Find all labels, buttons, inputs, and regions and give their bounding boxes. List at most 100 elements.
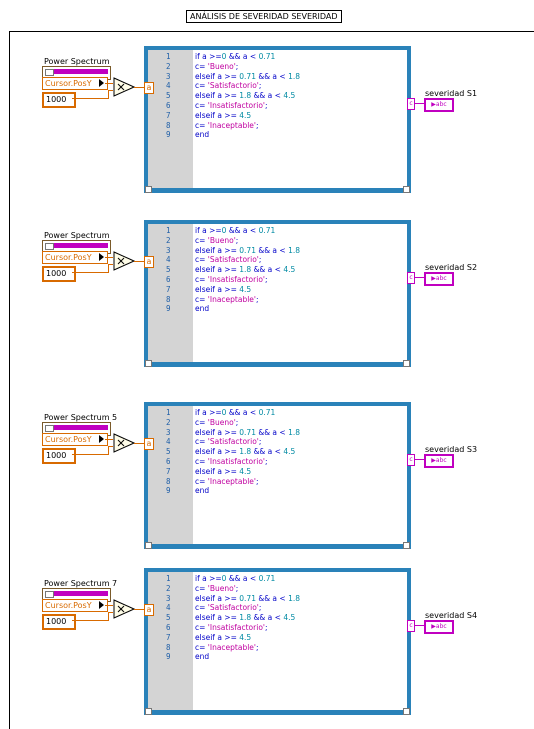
power-spectrum-terminal[interactable] xyxy=(42,66,111,80)
resize-handle-icon[interactable] xyxy=(145,186,152,193)
code-token: 4.5 xyxy=(239,632,252,642)
node-input-a[interactable]: a xyxy=(144,82,154,94)
line-number: 2 xyxy=(166,61,171,71)
node-input-a[interactable]: a xyxy=(144,604,154,616)
severidad-indicator[interactable]: ▶abc xyxy=(424,620,454,634)
code-line: elseif a >= 0.71 && a < 1.8 xyxy=(195,246,300,256)
node-input-a[interactable]: a xyxy=(144,256,154,268)
resize-handle-icon[interactable] xyxy=(403,708,410,715)
code-line: c= 'Bueno'; xyxy=(195,584,300,594)
wire-const-h xyxy=(72,454,108,455)
code-token: 'Inaceptable' xyxy=(207,476,256,486)
code-token: if a >= xyxy=(195,408,222,417)
constant-1000[interactable]: 1000 xyxy=(42,448,76,464)
severidad-label: severidad S2 xyxy=(425,263,478,272)
severidad-indicator[interactable]: ▶abc xyxy=(424,454,454,468)
wire-const-v xyxy=(108,446,109,455)
line-number: 4 xyxy=(166,603,171,613)
wire-output xyxy=(415,103,424,104)
resize-handle-icon[interactable] xyxy=(145,542,152,549)
code-line: if a >=0 && a < 0.71 xyxy=(195,408,300,418)
resize-handle-icon[interactable] xyxy=(403,542,410,549)
property-arrow-icon xyxy=(99,253,104,261)
code-token: 4.5 xyxy=(283,613,296,623)
code-token: elseif a >= xyxy=(195,284,240,294)
code-token: c= xyxy=(195,583,208,593)
line-number: 5 xyxy=(166,265,171,275)
node-output-c[interactable]: c xyxy=(407,98,415,110)
code-token: 0.71 xyxy=(239,593,256,603)
multiply-icon[interactable] xyxy=(113,599,136,619)
constant-1000[interactable]: 1000 xyxy=(42,266,76,282)
resize-handle-icon[interactable] xyxy=(403,360,410,367)
severidad-label: severidad S1 xyxy=(425,89,478,98)
code-line: c= 'Insatisfactorio'; xyxy=(195,623,300,633)
resize-handle-icon[interactable] xyxy=(145,360,152,367)
code-token: && a < xyxy=(255,71,289,81)
node-output-c[interactable]: c xyxy=(407,272,415,284)
line-number: 2 xyxy=(166,417,171,427)
node-output-c[interactable]: c xyxy=(407,620,415,632)
code-line: c= 'Satisfactorio'; xyxy=(195,603,300,613)
code-token: 'Insatisfactorio' xyxy=(207,274,265,284)
multiply-icon[interactable] xyxy=(113,251,136,271)
code-token: 0.71 xyxy=(258,52,276,61)
severidad-indicator[interactable]: ▶abc xyxy=(424,272,454,286)
line-number: 9 xyxy=(166,130,171,140)
code-token: 'Satisfactorio' xyxy=(207,255,259,265)
constant-1000[interactable]: 1000 xyxy=(42,92,76,108)
code-token: && a < xyxy=(251,265,284,275)
power-spectrum-label: Power Spectrum 7 xyxy=(44,579,118,588)
code-line: c= 'Bueno'; xyxy=(195,418,300,428)
cursor-property-node[interactable]: Cursor.PosY xyxy=(42,77,108,90)
code-token: && a < xyxy=(251,447,284,457)
code-token: elseif a >= xyxy=(195,447,240,457)
code-token: 'Bueno' xyxy=(207,417,236,427)
code-token: elseif a >= xyxy=(195,593,240,603)
resize-handle-icon[interactable] xyxy=(145,708,152,715)
code-token: 'Insatisfactorio' xyxy=(207,100,265,110)
line-number: 1 xyxy=(166,226,171,235)
line-number-gutter xyxy=(148,572,193,710)
power-spectrum-terminal[interactable] xyxy=(42,240,111,254)
wire-const-h2 xyxy=(108,612,113,613)
code-area xyxy=(193,406,407,544)
resize-handle-icon[interactable] xyxy=(403,186,410,193)
severidad-indicator[interactable]: ▶abc xyxy=(424,98,454,112)
code-token: c= xyxy=(195,235,208,245)
power-spectrum-label: Power Spectrum xyxy=(44,231,110,240)
code-line: c= 'Inaceptable'; xyxy=(195,295,300,305)
node-output-c[interactable]: c xyxy=(407,454,415,466)
wire-cursor xyxy=(105,83,113,84)
code-line: c= 'Inaceptable'; xyxy=(195,121,300,131)
code-token: ; xyxy=(264,456,268,466)
constant-1000[interactable]: 1000 xyxy=(42,614,76,630)
node-input-a[interactable]: a xyxy=(144,438,154,450)
code-line: c= 'Satisfactorio'; xyxy=(195,255,300,265)
code-token: 'Satisfactorio' xyxy=(207,603,259,613)
code-token: elseif a >= xyxy=(195,71,240,81)
code-line: elseif a >= 1.8 && a < 4.5 xyxy=(195,447,300,457)
multiply-icon[interactable] xyxy=(113,77,136,97)
code-line: c= 'Satisfactorio'; xyxy=(195,437,300,447)
line-number-gutter xyxy=(148,224,193,362)
code-token: 1.8 xyxy=(239,447,252,457)
line-number: 7 xyxy=(166,110,171,120)
code-token: c= xyxy=(195,120,208,130)
multiply-icon[interactable] xyxy=(113,433,136,453)
wire-to-node xyxy=(134,609,144,610)
cursor-property-node[interactable]: Cursor.PosY xyxy=(42,251,108,264)
line-number: 7 xyxy=(166,632,171,642)
wire-const-v xyxy=(108,90,109,99)
code-token: c= xyxy=(195,61,208,71)
code-area xyxy=(193,50,407,188)
code-line: elseif a >= 0.71 && a < 1.8 xyxy=(195,594,300,604)
